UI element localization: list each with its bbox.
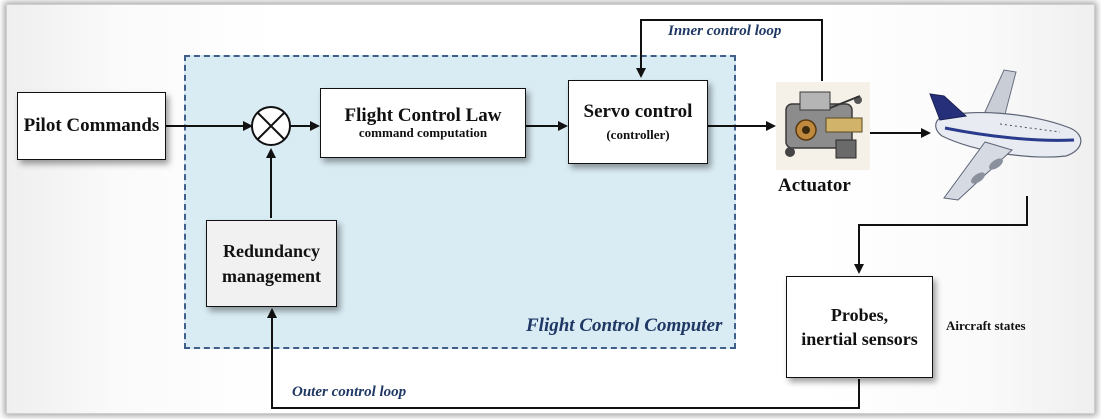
probes-line1: Probes, [830,304,889,325]
redundancy-management-box: Redundancy management [206,220,337,307]
servo-control-subtitle: (controller) [606,127,670,143]
outer-loop-arrow [267,308,860,409]
pilot-commands-box: Pilot Commands [17,92,166,160]
probes-line2: inertial sensors [801,329,918,349]
flight-control-law-title: Flight Control Law [344,105,502,127]
summing-junction [251,106,291,146]
redundancy-line1: Redundancy [222,240,321,261]
inner-loop-arrow [636,19,823,81]
pilot-commands-label: Pilot Commands [23,115,160,137]
aircraft-image [929,69,1082,201]
servo-control-title: Servo control [583,101,693,123]
arrow-aircraft-to-probes [854,196,1028,274]
probes-sensors-box: Probes, inertial sensors [786,276,933,378]
redundancy-line2: management [222,266,321,286]
aircraft-states-label: Aircraft states [946,318,1026,333]
servo-control-box: Servo control (controller) [568,80,708,164]
flight-control-law-box: Flight Control Law command computation [320,88,526,158]
actuator-image [776,82,870,170]
inner-control-loop-label: Inner control loop [668,23,782,39]
flight-control-law-subtitle: command computation [358,125,488,141]
outer-control-loop-label: Outer control loop [292,384,407,400]
actuator-label: Actuator [778,175,851,196]
flight-control-computer-label: Flight Control Computer [526,315,723,336]
